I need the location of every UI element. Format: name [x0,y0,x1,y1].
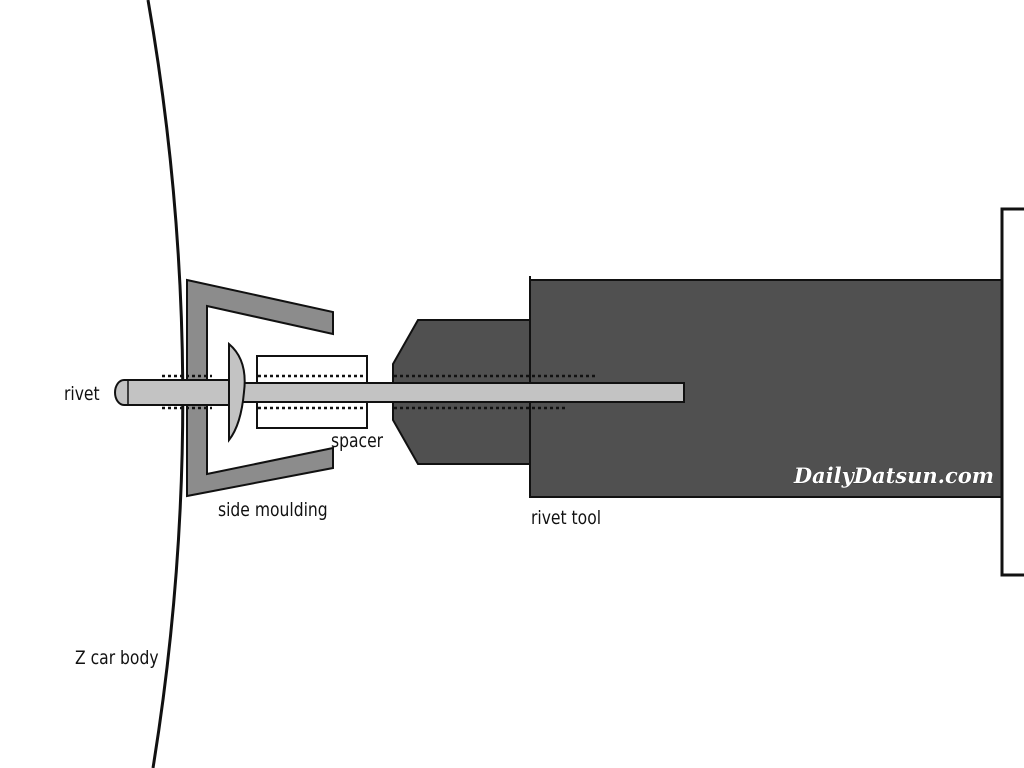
rivet-head [228,341,246,443]
watermark: DailyDatsun.com [793,463,994,488]
rivet-shank [114,379,233,406]
spacer-label: spacer [331,431,384,453]
rivet-tool-handle [1000,207,1024,577]
rivet-mandrel [235,382,685,403]
hole-guide-lines [162,374,598,410]
rivet-tool-label: rivet tool [531,508,601,530]
car-body-label: Z car body [75,648,159,670]
side-moulding [186,278,334,498]
side-moulding-label: side moulding [218,500,328,522]
rivet-label: rivet [64,384,100,406]
